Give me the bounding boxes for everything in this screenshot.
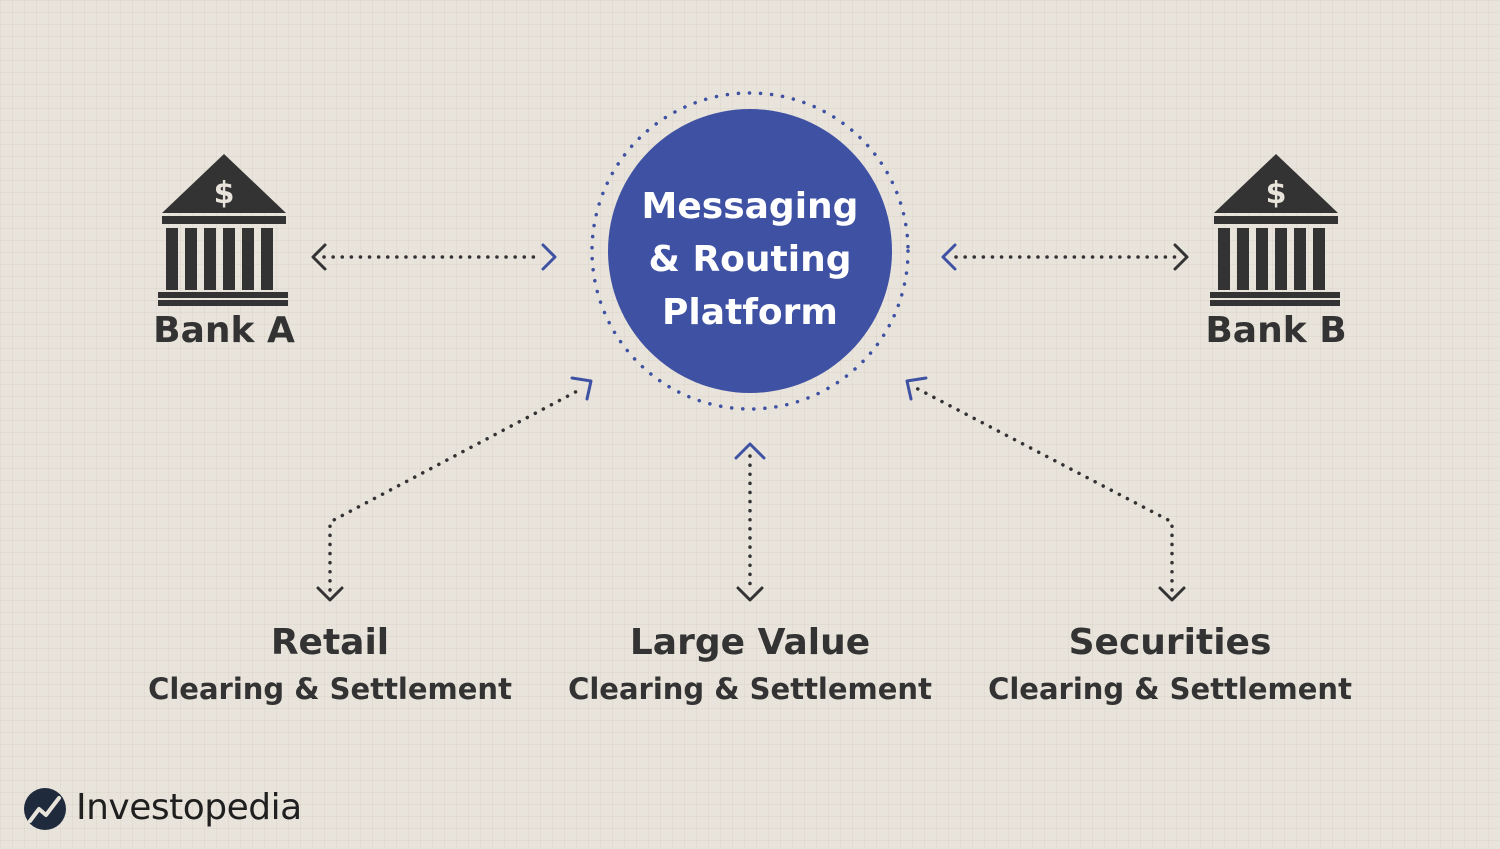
connector-bank-a xyxy=(311,243,557,271)
large-value-subtitle: Clearing & Settlement xyxy=(568,672,932,706)
retail-title: Retail xyxy=(270,622,390,663)
connector-bank-b xyxy=(941,243,1189,271)
securities-subtitle: Clearing & Settlement xyxy=(988,672,1352,706)
investopedia-logo-icon xyxy=(24,788,66,830)
brand-name: Investopedia xyxy=(76,786,302,828)
retail-subtitle: Clearing & Settlement xyxy=(148,672,512,706)
bank-b-icon: $ xyxy=(1210,154,1340,306)
brand-logo-spacer xyxy=(24,785,68,829)
platform-label-line-3: Platform xyxy=(662,292,838,333)
securities-title: Securities xyxy=(1068,622,1272,663)
platform-label-line-2: & Routing xyxy=(648,239,852,280)
bank-b-label: Bank B xyxy=(1205,310,1347,351)
platform-label-line-1: Messaging xyxy=(641,186,859,227)
bank-b-dollar-symbol: $ xyxy=(1266,176,1287,211)
brand-logo: Investopedia xyxy=(24,785,302,829)
large-value-title: Large Value xyxy=(629,622,871,663)
bank-a-icon: $ xyxy=(158,154,288,306)
platform-label: Messaging & Routing Platform xyxy=(610,180,890,339)
bank-a-label: Bank A xyxy=(153,310,295,351)
connector-large-value xyxy=(734,442,766,602)
bank-a-dollar-symbol: $ xyxy=(214,176,235,211)
connector-securities xyxy=(905,376,1186,602)
connector-retail xyxy=(316,376,593,602)
platform-dotted-ring xyxy=(590,91,910,411)
platform-circle xyxy=(608,109,892,393)
